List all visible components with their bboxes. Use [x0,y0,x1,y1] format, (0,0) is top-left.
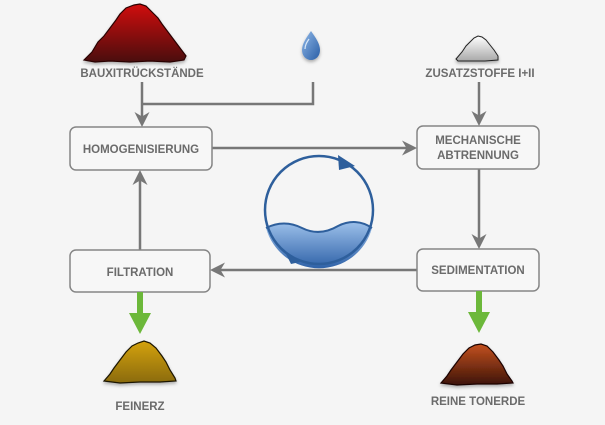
step-label-filtration: FILTRATION [107,267,174,279]
additives-pile-icon [455,35,499,62]
step-label-homogenization: HOMOGENISIERUNG [83,144,199,156]
step-label-mechanical-line1: MECHANISCHE [435,135,521,147]
connector-water [142,82,315,106]
step-label-sedimentation: SEDIMENTATION [431,265,525,277]
step-label-mechanical-line2: ABTRENNUNG [437,150,519,162]
water-circulation-icon [263,154,375,269]
output-label-pure-alumina: REINE TONERDE [431,396,526,408]
fine-ore-pile-icon [102,340,177,384]
input-label-additives: ZUSATZSTOFFE I+II [425,68,534,80]
pure-alumina-pile-icon [439,343,514,386]
step-sedimentation: SEDIMENTATION [416,248,540,292]
step-mechanical-separation: MECHANISCHE ABTRENNUNG [416,125,540,170]
water-drop-icon [302,31,320,60]
output-arrow-filtration [129,292,151,334]
circulation-arrow-bottom-icon [284,250,300,264]
circulation-arrow-top-icon [338,155,355,170]
step-homogenization: HOMOGENISIERUNG [69,126,213,171]
bauxite-pile-icon [82,3,187,63]
output-label-fine-ore: FEINERZ [115,401,164,413]
input-label-bauxite: BAUXITRÜCKSTÄNDE [80,67,204,80]
output-arrow-sedimentation [468,291,490,333]
step-filtration: FILTRATION [69,249,211,293]
